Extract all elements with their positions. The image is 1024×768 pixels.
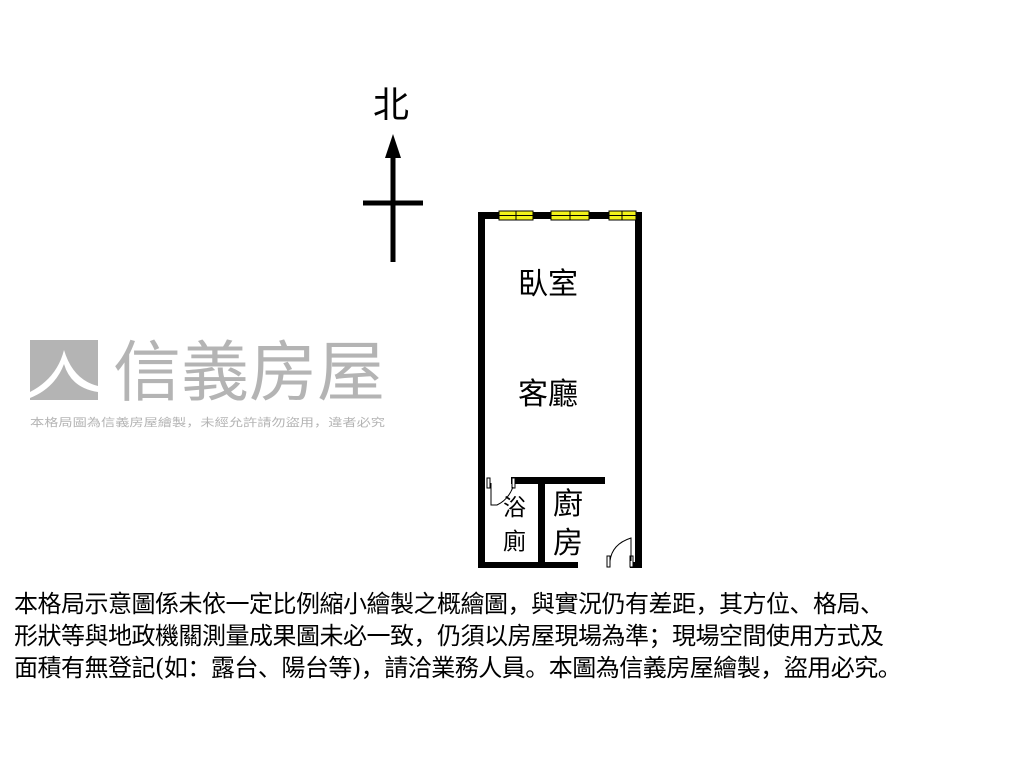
caption-line: 本格局示意圖係未依一定比例縮小繪製之概繪圖，與實況仍有差距，其方位、格局、 [14,590,884,618]
room-label-kitchen-1: 廚 [553,487,583,522]
north-arrow-icon [363,134,423,262]
watermark-notice: 本格局圖為信義房屋繪製，未經允許請勿盜用，違者必究 [30,415,385,429]
room-label-bedroom: 臥室 [518,267,578,302]
watermark-brand: 信義房屋 [113,334,385,411]
caption-line: 形狀等與地政機關測量成果圖未必一致，仍須以房屋現場為準；現場空間使用方式及 [14,622,884,650]
caption-line: 面積有無登記(如：露台、陽台等)，請洽業務人員。本圖為信義房屋繪製，盜用必究。 [14,654,902,682]
room-label-kitchen-2: 房 [553,526,583,561]
kitchen-door [606,537,634,568]
north-label: 北 [373,85,409,126]
brand-logo [30,340,98,400]
room-label-bathroom-2: 廁 [503,529,526,555]
windows [498,210,637,221]
bathroom-door [486,477,516,506]
room-label-bathroom-1: 浴 [503,495,526,521]
room-label-living-room: 客廳 [518,377,578,412]
watermark: 信義房屋 本格局圖為信義房屋繪製，未經允許請勿盜用，違者必究 [30,334,385,429]
disclaimer-caption: 本格局示意圖係未依一定比例縮小繪製之概繪圖，與實況仍有差距，其方位、格局、 形狀… [14,588,1014,684]
